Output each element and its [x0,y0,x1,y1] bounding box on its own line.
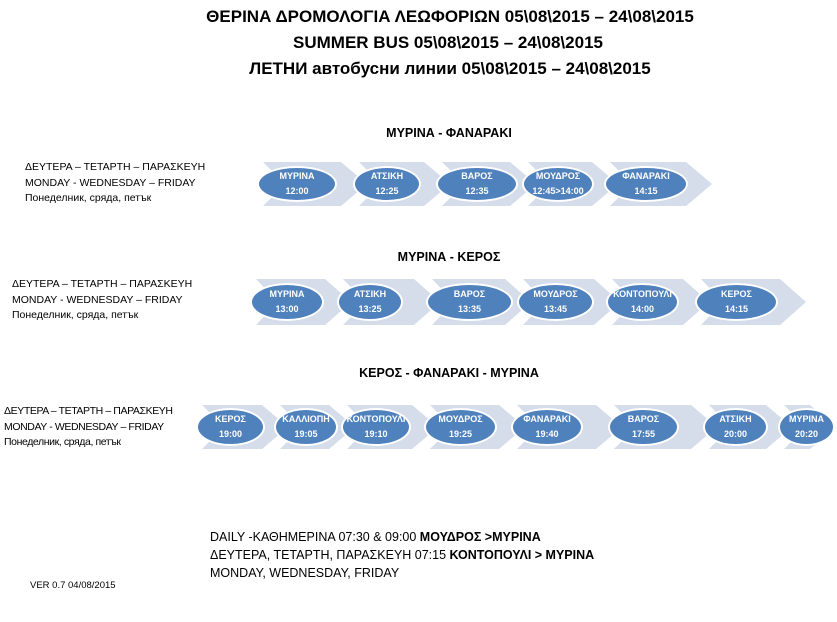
stop-time: 12:35 [465,186,489,196]
note-daily-route: ΜΟΥΔΡΟΣ >ΜΥΡΙΝΑ [419,530,541,544]
stop-time: 20:00 [723,429,748,439]
stop-time: 19:05 [294,429,318,439]
stop-time: 12:00 [285,186,309,196]
note-daily: DAILY -ΚΑΘΗΜΕΡΙΝΑ 07:30 & 09:00 ΜΟΥΔΡΟΣ … [210,528,541,546]
route-stop: ΜΥΡΙΝΑ 20:20 [778,408,835,446]
stop-name: ΑΤΣΙΚΗ [370,171,404,181]
stop-time: 13:35 [457,304,482,314]
note-daily-text: DAILY -ΚΑΘΗΜΕΡΙΝΑ 07:30 & 09:00 [210,530,420,544]
stop-time: 13:25 [358,304,382,314]
stop-name: ΜΟΥΔΡΟΣ [535,171,581,181]
note-mwf: ΔΕΥΤΕΡΑ, ΤΕΤΑΡΤΗ, ΠΑΡΑΣΚΕΥΗ 07:15 ΚΟΝΤΟΠ… [210,546,594,564]
stop-time: 13:45 [543,304,568,314]
route-stop: ΚΟΝΤΟΠΟΥΛΙ 14:00 [606,283,679,321]
stop-name: ΒΑΡΟΣ [461,171,493,181]
note-mwf-route: ΚΟΝΤΟΠΟΥΛΙ > ΜΥΡΙΝΑ [449,548,595,562]
route-title-3: ΚΕΡΟΣ - ΦΑΝΑΡΑΚΙ - ΜΥΡΙΝΑ [359,366,539,380]
stop-name: ΦΑΝΑΡΑΚΙ [622,171,670,181]
route-stop: ΜΟΥΔΡΟΣ 13:45 [517,283,594,321]
stop-name: ΜΥΡΙΝΑ [788,414,824,424]
route-stop: ΚΕΡΟΣ 14:15 [695,283,778,321]
route-stop: ΜΥΡΙΝΑ 13:00 [250,283,324,321]
title-greek: ΘΕΡΙΝΑ ΔΡΟΜΟΛΟΓΙΑ ΛΕΩΦΟΡΙΩΝ 05\08\2015 –… [206,7,694,26]
route-2-days: ΔΕΥΤΕΡΑ – ΤΕΤΑΡΤΗ – ΠΑΡΑΣΚΕΥΗ MONDAY - W… [12,277,192,324]
stop-time: 20:20 [794,429,819,439]
days-english: MONDAY - WEDNESDAY – FRIDAY [25,176,196,189]
route-stop: ΚΕΡΟΣ 19:00 [196,408,265,446]
route-stop: ΑΤΣΙΚΗ 20:00 [703,408,768,446]
title-english: SUMMER BUS 05\08\2015 – 24\08\2015 [293,33,603,52]
stop-name: ΚΑΛΛΙΟΠΗ [282,414,330,424]
route-stop: ΜΥΡΙΝΑ 12:00 [257,166,337,202]
stop-name: ΚΕΡΟΣ [215,414,246,424]
days-greek: ΔΕΥΤΕΡΑ – ΤΕΤΑΡΤΗ – ΠΑΡΑΣΚΕΥΗ [25,161,206,173]
stop-name: ΑΤΣΙΚΗ [719,414,752,424]
route-stop: ΒΑΡΟΣ 13:35 [426,283,513,321]
note-mwf-english: MONDAY, WEDNESDAY, FRIDAY [210,566,400,580]
stop-time: 12:45>14:00 [532,186,584,196]
stop-time: 19:00 [218,429,243,439]
route-stop: ΜΟΥΔΡΟΣ 19:25 [424,408,497,446]
route-stop: ΒΑΡΟΣ 17:55 [608,408,679,446]
route-stop: ΦΑΝΑΡΑΚΙ 19:40 [511,408,583,446]
stop-time: 14:15 [634,186,658,196]
days-bulgarian: Понеделник, сряда, петък [4,436,121,448]
stop-time: 14:00 [630,304,655,314]
route-title-1: ΜΥΡΙΝΑ - ΦΑΝΑΡΑΚΙ [386,126,512,140]
stop-name: ΑΤΣΙΚΗ [353,289,387,299]
route-stop: ΑΤΣΙΚΗ 12:25 [353,166,421,202]
route-stop: ΚΟΝΤΟΠΟΥΛΙ 19:10 [341,408,411,446]
route-stop: ΜΟΥΔΡΟΣ 12:45>14:00 [522,166,594,202]
stop-time: 17:55 [631,429,656,439]
days-greek: ΔΕΥΤΕΡΑ – ΤΕΤΑΡΤΗ – ΠΑΡΑΣΚΕΥΗ [12,278,193,290]
stop-name: ΚΟΝΤΟΠΟΥΛΙ [346,414,406,424]
stop-time: 12:25 [375,186,399,196]
stop-name: ΜΥΡΙΝΑ [279,171,315,181]
days-greek: ΔΕΥΤΕΡΑ – ΤΕΤΑΡΤΗ – ΠΑΡΑΣΚΕΥΗ [4,405,173,417]
route-stop: ΒΑΡΟΣ 12:35 [436,166,518,202]
stop-name: ΜΟΥΔΡΟΣ [438,414,483,424]
route-3-days: ΔΕΥΤΕΡΑ – ΤΕΤΑΡΤΗ – ΠΑΡΑΣΚΕΥΗ MONDAY - W… [4,404,173,451]
stop-name: ΜΥΡΙΝΑ [269,289,305,299]
stop-time: 13:00 [275,304,299,314]
stop-name: ΚΕΡΟΣ [721,289,752,299]
days-bulgarian: Понеделник, сряда, петък [12,309,139,321]
title-bulgarian: ЛЕТНИ автобусни линии 05\08\2015 – 24\08… [249,59,651,78]
route-1-days: ΔΕΥΤΕΡΑ – ΤΕΤΑΡΤΗ – ΠΑΡΑΣΚΕΥΗ MONDAY - W… [25,160,205,207]
stop-time: 19:25 [448,429,473,439]
stop-time: 19:10 [364,429,388,439]
stop-name: ΒΑΡΟΣ [627,414,660,424]
version-label: VER 0.7 04/08/2015 [30,580,116,591]
route-stop: ΦΑΝΑΡΑΚΙ 14:15 [604,166,688,202]
stop-name: ΚΟΝΤΟΠΟΥΛΙ [613,289,672,299]
stop-name: ΒΑΡΟΣ [453,289,486,299]
days-english: MONDAY - WEDNESDAY – FRIDAY [12,293,183,306]
stop-name: ΦΑΝΑΡΑΚΙ [523,414,571,424]
days-english: MONDAY - WEDNESDAY – FRIDAY [4,420,164,433]
route-stop: ΑΤΣΙΚΗ 13:25 [337,283,403,321]
stop-name: ΜΟΥΔΡΟΣ [533,289,578,299]
days-bulgarian: Понеделник, сряда, петък [25,192,152,204]
stop-time: 19:40 [535,429,559,439]
route-stop: ΚΑΛΛΙΟΠΗ 19:05 [274,408,338,446]
stop-time: 14:15 [724,304,749,314]
route-title-2: ΜΥΡΙΝΑ - ΚΕΡΟΣ [397,250,501,264]
note-mwf-text: ΔΕΥΤΕΡΑ, ΤΕΤΑΡΤΗ, ΠΑΡΑΣΚΕΥΗ 07:15 [210,548,450,562]
